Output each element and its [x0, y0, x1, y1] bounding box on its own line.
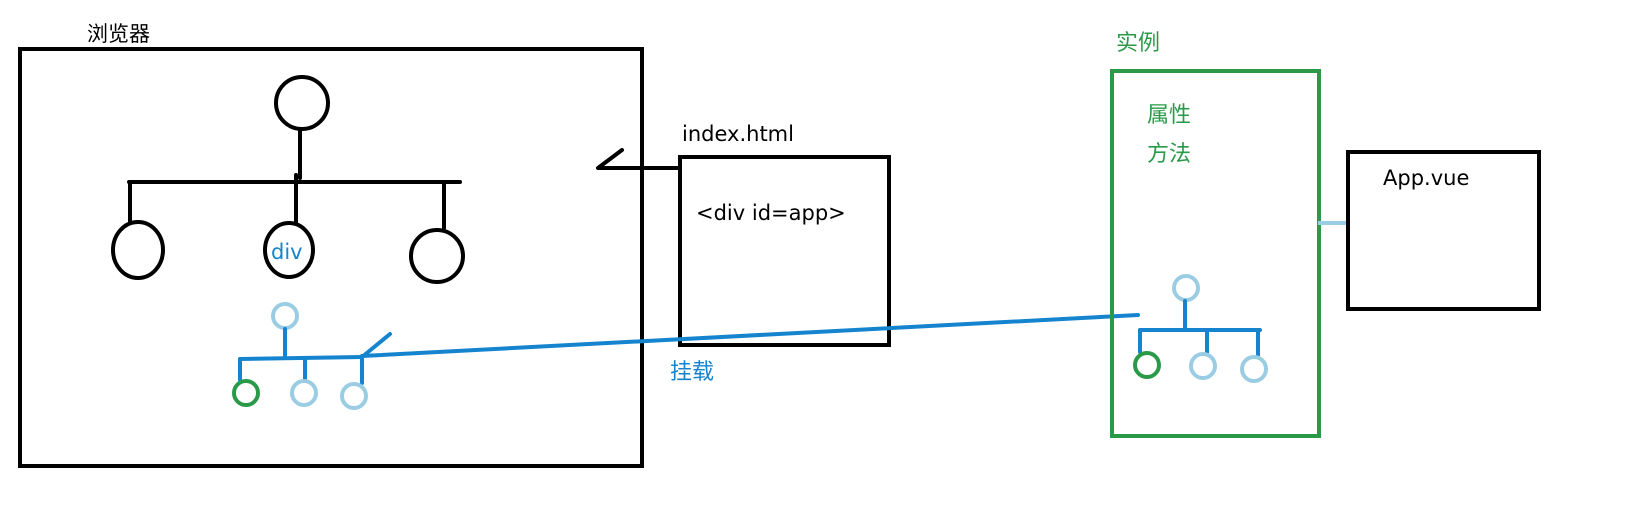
mount-label: 挂载	[670, 360, 715, 385]
instance-title: 实例	[1116, 31, 1161, 56]
instance-left-node	[1133, 351, 1161, 379]
mounted-branch-bar	[238, 355, 364, 361]
index-html-title: index.html	[682, 122, 794, 146]
app-vue-title: App.vue	[1383, 166, 1470, 190]
mount-line	[360, 313, 1140, 358]
app-vue-box	[1346, 150, 1541, 311]
mounted-hook	[360, 332, 392, 359]
instance-root-node	[1172, 274, 1200, 302]
dom-left-node	[111, 220, 165, 280]
index-html-box	[678, 155, 891, 347]
mounted-right-node	[340, 382, 368, 410]
mounted-tree	[232, 302, 392, 410]
instance-right-node	[1240, 355, 1268, 383]
dom-root-node	[274, 75, 330, 131]
index-html-content: <div id=app>	[696, 201, 846, 225]
browser-box	[18, 47, 644, 468]
dom-tree	[111, 75, 465, 284]
mounted-root-node	[271, 302, 299, 330]
dom-div-node	[263, 221, 315, 279]
instance-properties-label: 属性	[1147, 103, 1192, 128]
browser-frame	[18, 47, 644, 468]
instance-mid-node	[1189, 352, 1217, 380]
mounted-left-node	[232, 379, 260, 407]
instance-methods-label: 方法	[1147, 142, 1192, 167]
instance-tree	[1133, 274, 1268, 383]
index-to-browser-connector	[596, 148, 682, 170]
instance-frame	[1110, 69, 1321, 438]
instance-box	[1110, 69, 1321, 438]
mounted-mid-node	[290, 379, 318, 407]
browser-title: 浏览器	[87, 22, 150, 46]
dom-right-node	[409, 228, 465, 284]
dom-node-div-label: div	[271, 240, 303, 264]
